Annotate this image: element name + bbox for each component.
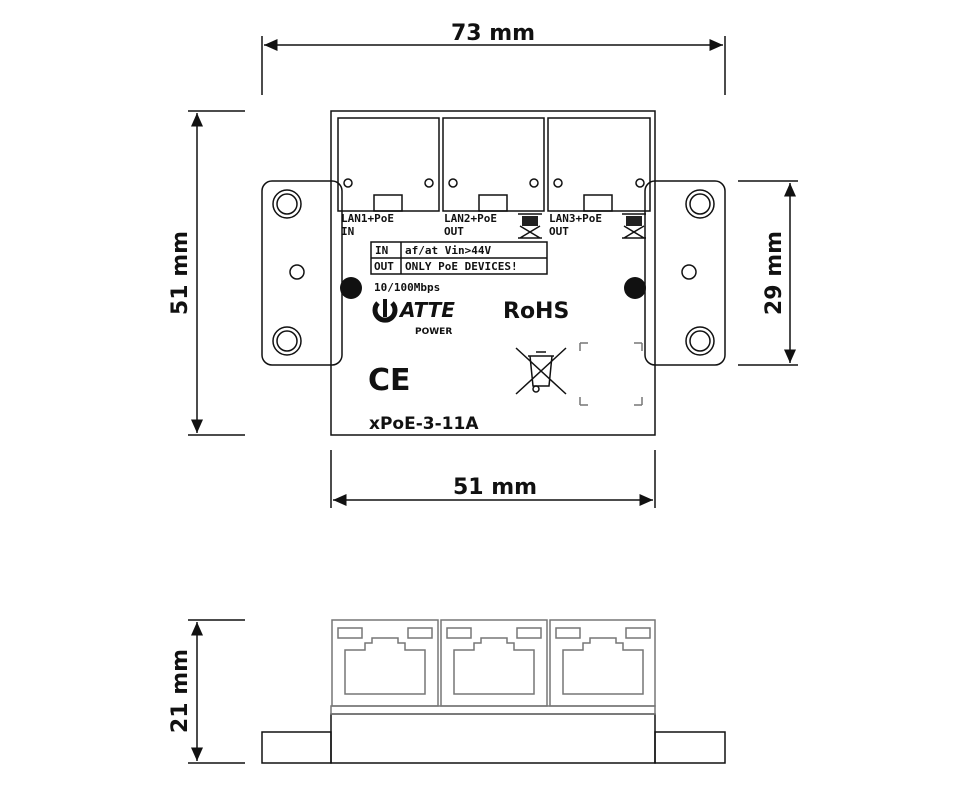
lan3-direction: OUT (549, 225, 569, 238)
weee-bin-icon (515, 347, 567, 395)
lan1-direction: IN (341, 225, 354, 238)
dimension-label: 51 mm (168, 231, 193, 315)
dimension-width-total: 73 mm (261, 21, 726, 95)
atte-logo: ATTE POWER (372, 298, 455, 337)
brand-subtitle: POWER (415, 327, 452, 337)
dimension-mount-height: 29 mm (738, 180, 798, 366)
label-placeholder-frame (579, 342, 643, 406)
speed-label: 10/100Mbps (374, 281, 440, 294)
mount-holes (272, 189, 715, 356)
rohs-mark: RoHS (503, 299, 569, 324)
left-mounting-ear (261, 180, 343, 366)
table-out-label: OUT (374, 260, 394, 273)
dimension-label: 73 mm (451, 21, 535, 46)
dimension-width-body: 51 mm (330, 450, 656, 508)
table-out-text: ONLY PoE DEVICES! (405, 260, 518, 273)
info-table: IN af/at Vin>44V OUT ONLY PoE DEVICES! (370, 241, 548, 275)
dimension-height-top: 51 mm (168, 110, 245, 436)
dimension-label: 21 mm (168, 649, 193, 733)
ce-mark: CE (368, 363, 411, 398)
rj45-ports-front (331, 619, 656, 707)
led-left (340, 277, 362, 299)
right-mounting-ear (644, 180, 726, 366)
lan2-label: LAN2+PoE (444, 212, 497, 225)
rj45-ports-top (337, 117, 651, 212)
dimension-label: 29 mm (762, 231, 787, 315)
lan2-direction: OUT (444, 225, 464, 238)
led-right (624, 277, 646, 299)
dimension-label: 51 mm (453, 475, 537, 500)
lan3-label: LAN3+PoE (549, 212, 602, 225)
table-in-text: af/at Vin>44V (405, 244, 491, 257)
side-view (261, 619, 726, 764)
device-icon (518, 213, 646, 239)
lan1-label: LAN1+PoE (341, 212, 394, 225)
top-view: LAN1+PoE IN LAN2+PoE OUT LAN3+PoE OUT IN… (261, 110, 726, 436)
device-body (330, 110, 656, 436)
dimension-height-side: 21 mm (168, 619, 245, 764)
brand-name: ATTE (398, 298, 455, 322)
table-in-label: IN (375, 244, 388, 257)
model-label: xPoE-3-11A (369, 414, 479, 434)
